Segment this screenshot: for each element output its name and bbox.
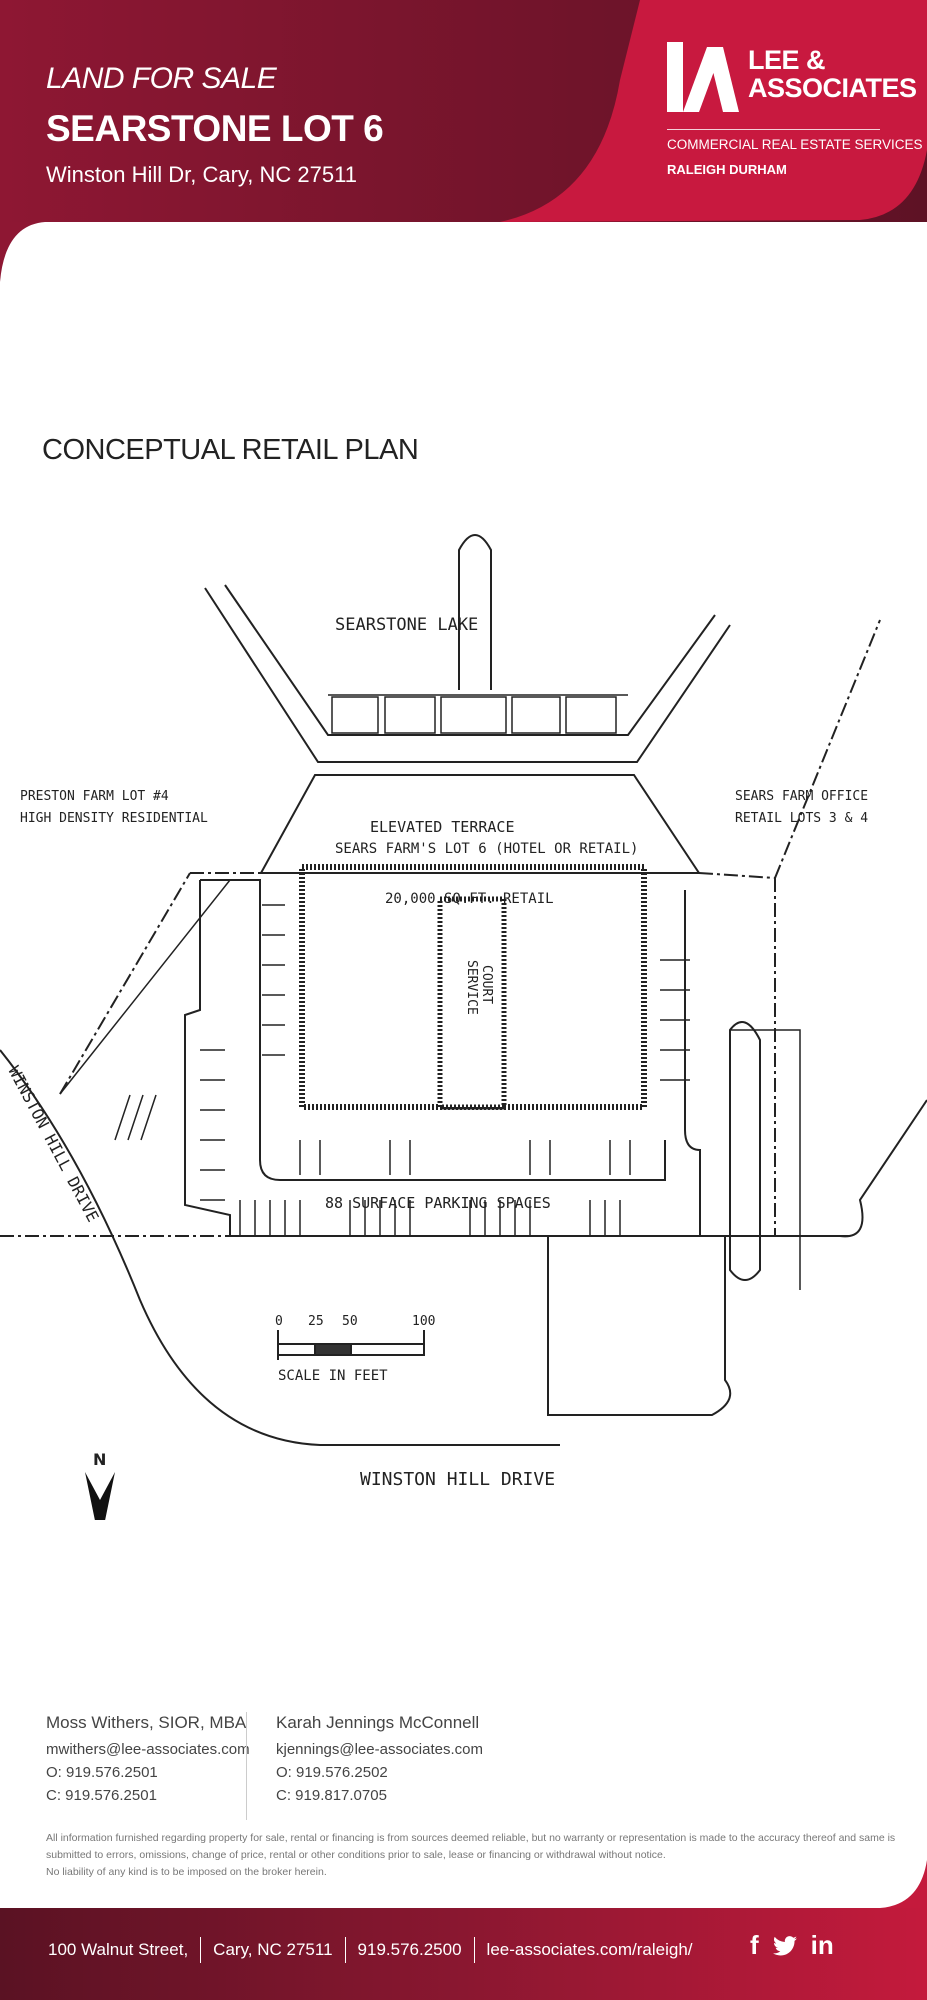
parking-island	[200, 879, 666, 1181]
contact-name: Karah Jennings McConnell	[276, 1713, 480, 1732]
label-winston-hill-left: WINSTON HILL DRIVE	[4, 1063, 102, 1225]
section-title: CONCEPTUAL RETAIL PLAN	[42, 434, 419, 466]
north-label: N	[93, 1450, 106, 1469]
listing-type: LAND FOR SALE	[46, 62, 277, 95]
facebook-icon[interactable]: f	[750, 1930, 759, 1960]
label-parking-spaces: 88 SURFACE PARKING SPACES	[325, 1194, 551, 1212]
header-curve	[0, 222, 45, 282]
scale-label: SCALE IN FEET	[278, 1368, 388, 1384]
label-winston-hill-bottom: WINSTON HILL DRIVE	[360, 1469, 555, 1490]
twitter-icon[interactable]	[772, 1935, 797, 1957]
logo-line-1: LEE &	[748, 45, 826, 75]
contact-cell-phone: C: 919.817.0705	[276, 1787, 387, 1804]
page-title: SEARSTONE LOT 6	[46, 108, 384, 149]
label-sears-farm-office: SEARS FARM OFFICE	[735, 789, 868, 804]
property-address: Winston Hill Dr, Cary, NC 27511	[46, 162, 357, 187]
contact-office-phone: O: 919.576.2502	[276, 1764, 388, 1781]
lake-boardwalk	[328, 694, 628, 734]
label-searstone-lake: SEARSTONE LAKE	[335, 615, 478, 635]
scale-tick-0: 0	[275, 1314, 283, 1329]
label-elevated-terrace: ELEVATED TERRACE	[370, 818, 515, 836]
social-links: f in	[750, 1930, 834, 1961]
logo-line-2: ASSOCIATES	[748, 73, 917, 103]
footer-phone: 919.576.2500	[357, 1940, 462, 1959]
label-service: SERVICE	[464, 960, 479, 1015]
parking-edge	[184, 880, 850, 1237]
scale-bar	[277, 1330, 425, 1360]
logo-tagline: COMMERCIAL REAL ESTATE SERVICES	[667, 137, 923, 152]
separator	[200, 1937, 202, 1963]
label-lot-6: SEARS FARM'S LOT 6 (HOTEL OR RETAIL)	[335, 841, 638, 857]
winston-hill-drive-edge	[0, 1049, 560, 1446]
right-island	[729, 1021, 761, 1281]
separator	[344, 1937, 346, 1963]
label-preston-farm: PRESTON FARM LOT #4	[20, 789, 169, 804]
service-court	[437, 896, 507, 1110]
disclaimer-text: All information furnished regarding prop…	[46, 1832, 896, 1861]
right-parking-edge	[684, 890, 701, 1236]
contact-divider	[246, 1712, 247, 1820]
lake-pier	[458, 534, 492, 690]
label-high-density: HIGH DENSITY RESIDENTIAL	[20, 811, 208, 826]
contact-card: Karah Jennings McConnell kjennings@lee-a…	[276, 1713, 483, 1810]
footer-bar	[0, 1908, 927, 2000]
contact-office-phone: O: 919.576.2501	[46, 1764, 158, 1781]
lake-edge-inner	[224, 584, 716, 736]
contact-card: Moss Withers, SIOR, MBA mwithers@lee-ass…	[46, 1713, 250, 1810]
label-retail: 20,000 SQ.FT. RETAIL	[385, 891, 554, 907]
disclaimer-liability: No liability of any kind is to be impose…	[46, 1866, 327, 1878]
property-lines	[0, 619, 881, 1237]
logo-wordmark: LEE & ASSOCIATES	[748, 46, 917, 102]
label-retail-lots: RETAIL LOTS 3 & 4	[735, 811, 868, 826]
parking-stalls	[114, 904, 690, 1235]
separator	[473, 1937, 475, 1963]
header-banner	[0, 0, 927, 222]
scale-tick-25: 25	[308, 1314, 324, 1329]
drive-lane	[547, 1236, 732, 1416]
lee-associates-logo-icon	[667, 42, 739, 112]
footer-street: 100 Walnut Street,	[48, 1940, 189, 1959]
footer-contact: 100 Walnut Street, Cary, NC 27511 919.57…	[48, 1937, 693, 1963]
contact-email[interactable]: kjennings@lee-associates.com	[276, 1741, 483, 1758]
scale-tick-100: 100	[412, 1314, 435, 1329]
linkedin-icon[interactable]: in	[810, 1930, 834, 1960]
footer-city: Cary, NC 27511	[213, 1940, 333, 1959]
logo-city: RALEIGH DURHAM	[667, 162, 787, 177]
contact-email[interactable]: mwithers@lee-associates.com	[46, 1741, 250, 1758]
disclaimer: All information furnished regarding prop…	[46, 1830, 896, 1881]
scale-tick-50: 50	[342, 1314, 358, 1329]
logo-divider	[667, 129, 880, 130]
contact-cell-phone: C: 919.576.2501	[46, 1787, 157, 1804]
label-court: COURT	[479, 965, 494, 1004]
site-plan-drawing: 0 25 50 100 SCALE IN FEET N SEARSTONE LA…	[0, 534, 927, 1520]
north-arrow-icon	[85, 1472, 115, 1520]
contact-name: Moss Withers, SIOR, MBA	[46, 1713, 247, 1732]
footer-website-link[interactable]: lee-associates.com/raleigh/	[486, 1940, 693, 1959]
lake-edge	[204, 587, 731, 763]
